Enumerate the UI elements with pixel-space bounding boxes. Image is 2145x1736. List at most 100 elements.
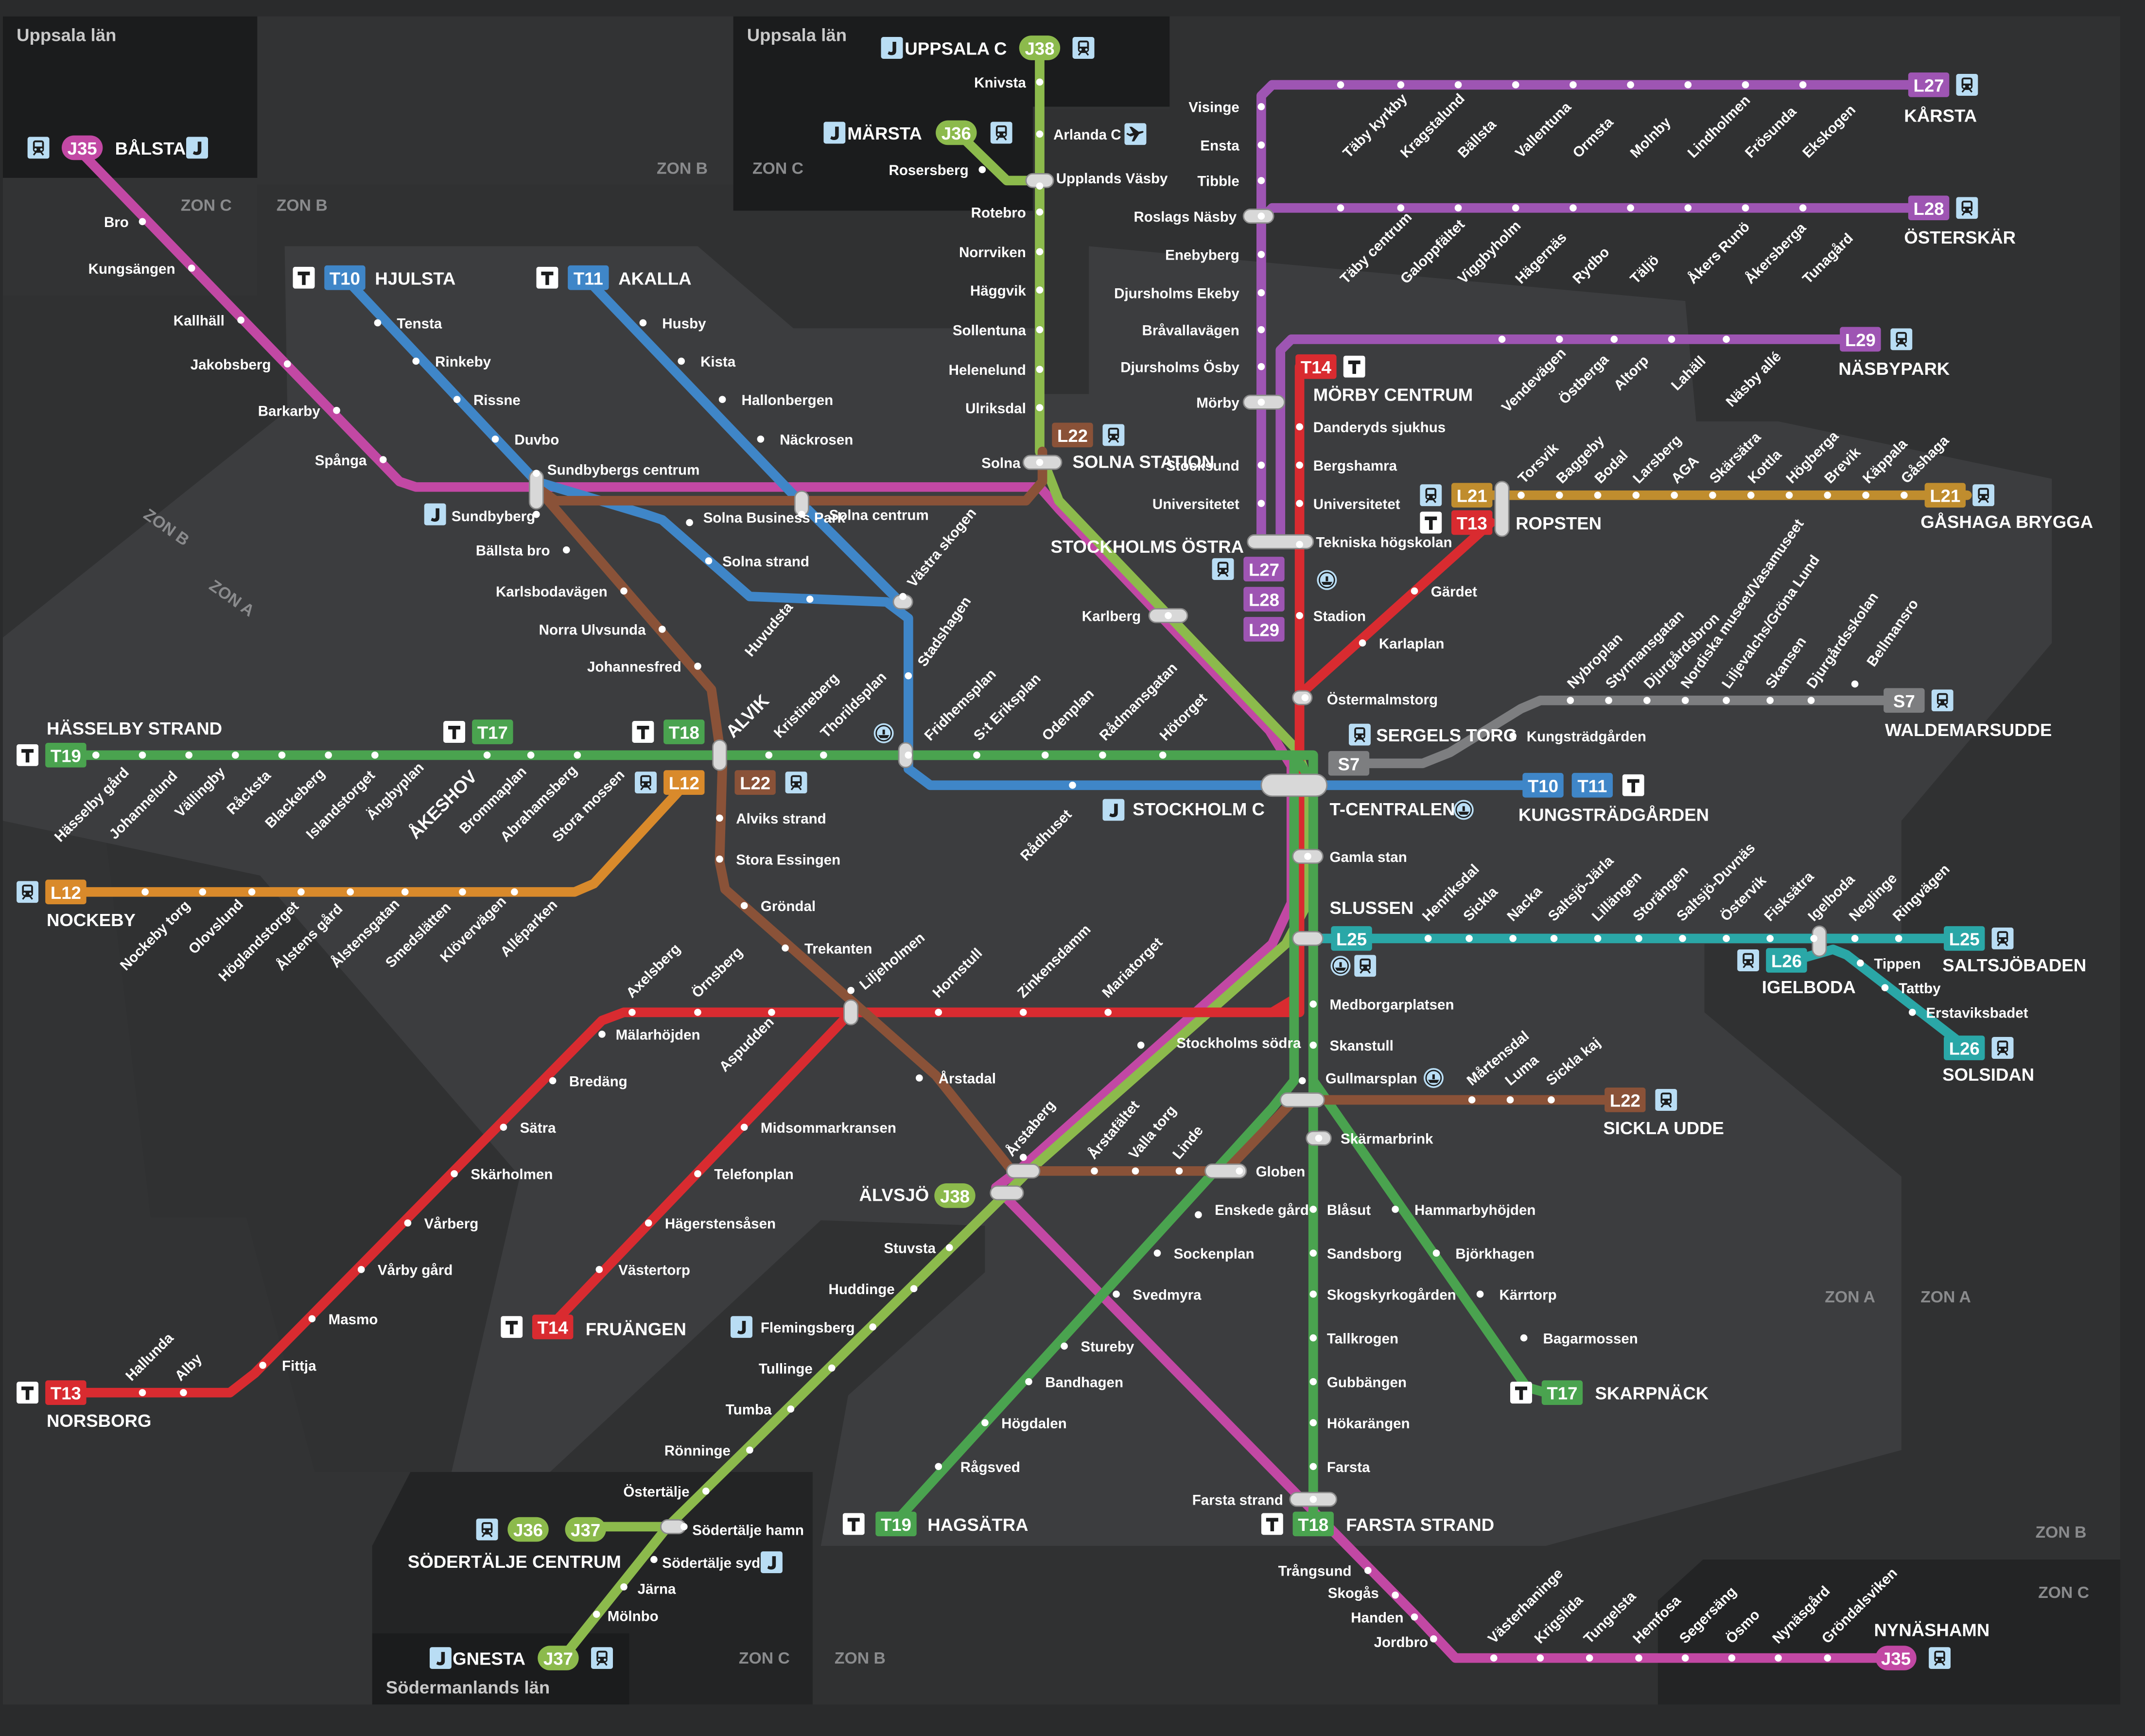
station-dot-gardet[interactable]: [1411, 587, 1418, 595]
station-dot-ringvagen[interactable]: [1895, 935, 1902, 942]
station-dot-taljo[interactable]: [1627, 204, 1634, 212]
badge-j37[interactable]: J37: [538, 1646, 579, 1670]
station-dot-enebyberg[interactable]: [1257, 251, 1265, 258]
station-dot-djurgardsskolan[interactable]: [1807, 697, 1815, 704]
station-dot-luma[interactable]: [1506, 1096, 1514, 1104]
station-dot-stadshagen[interactable]: [905, 672, 912, 680]
station-dot-tungelsta[interactable]: [1586, 1654, 1593, 1662]
station-dot-bodal[interactable]: [1594, 491, 1602, 499]
station-dot-nordiska-museet-vasamuseet[interactable]: [1681, 697, 1689, 704]
badge-t17[interactable]: T17: [472, 719, 513, 744]
station-dot-nacka[interactable]: [1509, 935, 1517, 942]
station-dot-hornstull[interactable]: [935, 1009, 942, 1016]
station-dot-svedmyra[interactable]: [1113, 1290, 1120, 1298]
station-dot-handen[interactable]: [1411, 1613, 1418, 1621]
station-dot-ragsved[interactable]: [935, 1463, 942, 1470]
station-dot-tullinge[interactable]: [828, 1364, 836, 1372]
station-dot-danderyds-sjukhus[interactable]: [1296, 423, 1303, 431]
badge-s7[interactable]: S7: [1883, 688, 1925, 713]
station-dot-stocksund[interactable]: [1257, 461, 1265, 469]
station-dot-tallkrogen[interactable]: [1309, 1334, 1317, 1342]
station-dot-alleparken[interactable]: [511, 888, 518, 896]
station-dot-gubbangen[interactable]: [1309, 1378, 1317, 1385]
station-dot-hoglandstorget[interactable]: [248, 888, 256, 896]
station-dot-jarna[interactable]: [620, 1583, 628, 1591]
station-dot-grondal[interactable]: [740, 902, 748, 910]
station-dot-nynasgard[interactable]: [1775, 1654, 1782, 1662]
station-dot-fridhemsplan[interactable]: [905, 752, 912, 759]
station-dot-racksta[interactable]: [231, 752, 239, 759]
badge-l27[interactable]: L27: [1908, 72, 1950, 97]
station-dot-brommaplan[interactable]: [483, 752, 491, 759]
station-dot-rydbo[interactable]: [1570, 204, 1577, 212]
badge-j36[interactable]: J36: [507, 1517, 549, 1542]
station-dot-kista[interactable]: [678, 357, 685, 365]
station-dot-segersang[interactable]: [1681, 1654, 1689, 1662]
station-dot-sodertalje-hamn[interactable]: [680, 1523, 688, 1530]
badge-t13[interactable]: T13: [45, 1380, 87, 1405]
station-dot-vendevagen[interactable]: [1498, 335, 1506, 343]
station-dot-telefonplan[interactable]: [694, 1170, 701, 1177]
station-dot-satra[interactable]: [500, 1123, 507, 1131]
badge-l12[interactable]: L12: [663, 770, 705, 795]
badge-t11[interactable]: T11: [568, 265, 609, 290]
station-dot-henriksdal[interactable]: [1424, 935, 1432, 942]
station-dot-arstadal[interactable]: [916, 1074, 923, 1082]
badge-t13[interactable]: T13: [1451, 510, 1493, 535]
station-dot-lillangen[interactable]: [1594, 935, 1602, 942]
station-dot-smedslatten[interactable]: [401, 888, 409, 896]
station-dot-skogskyrkogarden[interactable]: [1309, 1290, 1317, 1298]
station-dot-rotebro[interactable]: [1036, 208, 1044, 216]
station-dot-tibble[interactable]: [1257, 177, 1265, 184]
station-dot-saltsjo-duvnas[interactable]: [1679, 935, 1686, 942]
station-dot-alby[interactable]: [180, 1389, 187, 1396]
badge-l21[interactable]: L21: [1451, 483, 1493, 508]
hub-alvik[interactable]: [712, 739, 727, 771]
station-dot-krigslida[interactable]: [1536, 1654, 1544, 1662]
station-dot-linde[interactable]: [1175, 1167, 1183, 1175]
station-dot-baggeby[interactable]: [1555, 491, 1563, 499]
station-dot-thorildsplan[interactable]: [820, 752, 827, 759]
station-dot-stora-essingen[interactable]: [716, 855, 723, 863]
station-dot-skarmarbrink[interactable]: [1315, 1134, 1323, 1142]
station-dot-rissne[interactable]: [453, 396, 461, 403]
station-dot-hasselby-gard[interactable]: [92, 752, 100, 759]
station-dot-solna[interactable]: [1036, 458, 1044, 466]
badge-t14[interactable]: T14: [1295, 354, 1337, 379]
badge-t19[interactable]: T19: [45, 743, 87, 768]
station-dot-hallunda[interactable]: [139, 1389, 146, 1396]
badge-j35[interactable]: J35: [1875, 1646, 1917, 1670]
station-dot-varby-gard[interactable]: [357, 1266, 365, 1273]
badge-j38[interactable]: J38: [1019, 35, 1061, 60]
station-dot-bro[interactable]: [139, 218, 146, 226]
station-dot-alstens-gard[interactable]: [297, 888, 305, 896]
station-dot-nybroplan[interactable]: [1567, 697, 1574, 704]
badge-l28[interactable]: L28: [1243, 587, 1285, 612]
station-dot-vasterhaninge[interactable]: [1490, 1654, 1498, 1662]
station-dot-aspudden[interactable]: [768, 1009, 775, 1016]
station-dot-ornsberg[interactable]: [694, 1009, 701, 1016]
station-dot-bandhagen[interactable]: [1025, 1378, 1032, 1385]
station-dot-gullmarsplan[interactable]: [1298, 1077, 1306, 1085]
station-dot-midsommarkransen[interactable]: [740, 1123, 748, 1131]
station-dot-bagarmossen[interactable]: [1520, 1334, 1528, 1342]
station-dot-huddinge[interactable]: [910, 1285, 918, 1293]
station-dot-alviks-strand[interactable]: [716, 814, 723, 822]
badge-j38[interactable]: J38: [934, 1183, 976, 1208]
station-dot-sockenplan[interactable]: [1153, 1249, 1161, 1257]
badge-j35[interactable]: J35: [61, 135, 103, 160]
hub-globen[interactable]: [1204, 1163, 1247, 1179]
station-dot-taby-centrum[interactable]: [1337, 204, 1344, 212]
station-dot-stuvsta[interactable]: [945, 1244, 953, 1251]
station-dot-skarsatra[interactable]: [1709, 491, 1716, 499]
station-dot-igelboda[interactable]: [1810, 935, 1818, 942]
station-dot-stureby[interactable]: [1061, 1342, 1068, 1350]
station-dot-molnby[interactable]: [1627, 81, 1634, 88]
station-dot-karlsbodavagen[interactable]: [620, 587, 628, 595]
station-dot-helenelund[interactable]: [1036, 366, 1044, 373]
hub-gullmarsplan[interactable]: [1279, 1092, 1325, 1107]
hub-slussen[interactable]: [1292, 930, 1324, 946]
badge-l28[interactable]: L28: [1908, 195, 1950, 221]
station-dot-bravallavagen[interactable]: [1257, 326, 1265, 333]
station-dot-vallentuna[interactable]: [1512, 81, 1519, 88]
